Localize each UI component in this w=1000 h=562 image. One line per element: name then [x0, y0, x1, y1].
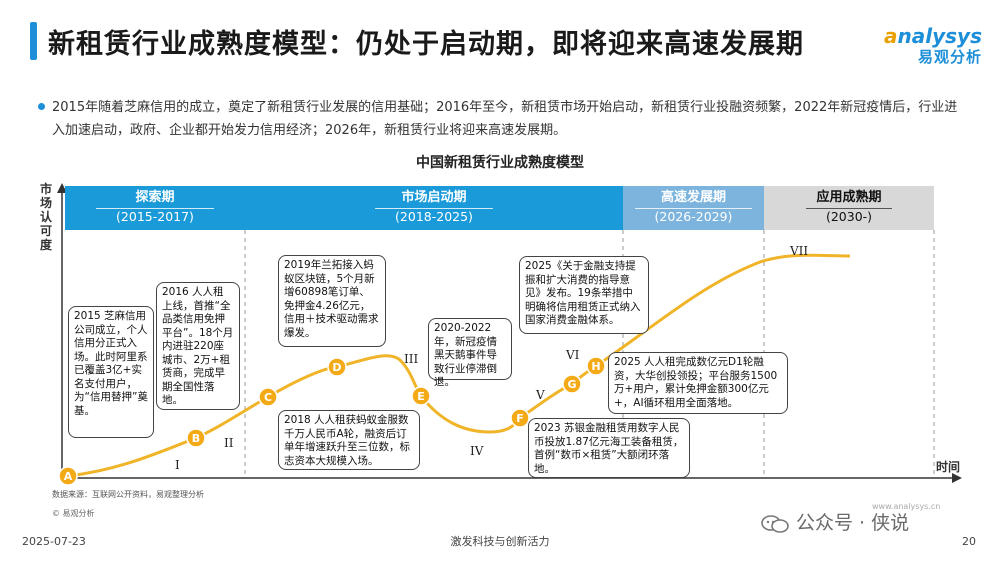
x-axis-label: 时间: [936, 460, 961, 474]
svg-text:H: H: [591, 360, 600, 373]
phase-market-launch: 市场启动期 (2018-2025): [245, 186, 623, 230]
bullet-dot-icon: [38, 103, 45, 110]
page-title: 新租赁行业成熟度模型：仍处于启动期，即将迎来高速发展期: [48, 29, 804, 60]
y-axis-label: 市场认可度: [40, 182, 53, 252]
svg-text:A: A: [64, 470, 73, 483]
analysys-logo: analysys 易观分析: [884, 24, 982, 67]
stage-point-e: E: [411, 386, 431, 406]
note-d: 2019年兰拓接入蚂蚁区块链，5个月新增60898笔订单、免押金4.26亿元，信…: [278, 255, 386, 347]
site-url: www.analysys.cn: [872, 502, 941, 511]
x-axis-arrow-icon: [952, 473, 962, 483]
svg-text:D: D: [332, 361, 341, 374]
copyright: © 易观分析: [52, 509, 95, 518]
phase-exploration: 探索期 (2015-2017): [65, 186, 245, 230]
svg-text:F: F: [516, 412, 524, 425]
wechat-icon: [761, 514, 789, 533]
phase-years: (2018-2025): [245, 208, 623, 226]
stage-point-b: B: [186, 428, 206, 448]
stage-roman-4: IV: [470, 444, 484, 458]
chart-title: 中国新租赁行业成熟度模型: [416, 155, 584, 171]
note-f: 2023 苏银金融租赁用数字人民币投放1.87亿元海工装备租赁，首例“数币×租赁…: [528, 418, 690, 478]
stage-point-a: A: [58, 466, 78, 486]
summary-bullet: 2015年随着芝麻信用的成立，奠定了新租赁行业发展的信用基础；2016年至今，新…: [52, 100, 958, 138]
stage-point-h: H: [586, 356, 606, 376]
phase-name: 高速发展期: [660, 190, 726, 205]
stage-roman-7: VII: [790, 244, 809, 258]
note-g: 2025 人人租完成数亿元D1轮融资，大华创投领投；平台服务1500万+用户，累…: [608, 352, 788, 414]
wechat-watermark: 公众号 · 侠说: [760, 508, 909, 535]
svg-text:C: C: [264, 391, 272, 404]
stage-point-d: D: [327, 357, 347, 377]
stage-roman-3: III: [404, 352, 419, 366]
note-b: 2016 人人租上线，首推“全品类信用免押平台”。18个月内进驻220座城市、2…: [156, 282, 240, 410]
phase-years: (2015-2017): [65, 208, 245, 226]
svg-text:B: B: [192, 432, 200, 445]
note-c: 2018 人人租获蚂蚁金服数千万人民币A轮，融资后订单年增速跃升至三位数，标志资…: [278, 410, 420, 470]
footer-slogan: 激发科技与创新活力: [450, 535, 550, 548]
stage-roman-6: VI: [566, 348, 580, 362]
phase-rapid-growth: 高速发展期 (2026-2029): [623, 186, 764, 230]
stage-point-c: C: [258, 387, 278, 407]
note-a: 2015 芝麻信用公司成立，个人信用分正式入场。此时阿里系已覆盖3亿+实名支付用…: [68, 306, 154, 438]
stage-roman-5: V: [536, 388, 545, 402]
stage-point-g: G: [562, 374, 582, 394]
title-accent-bar: [30, 22, 37, 60]
svg-text:G: G: [567, 378, 576, 391]
page-number: 20: [962, 535, 976, 548]
phase-mature-application: 应用成熟期 (2030-): [764, 186, 934, 230]
y-axis-arrow-icon: [57, 183, 67, 193]
maturity-curve: [67, 253, 851, 478]
note-h: 2025《关于金融支持提振和扩大消费的指导意见》发布。19条举措中明确将信用租赁…: [519, 256, 649, 334]
stage-roman-2: II: [224, 436, 234, 450]
phase-years: (2030-): [764, 208, 934, 226]
footer-date: 2025-07-23: [22, 535, 86, 548]
stage-roman-1: I: [175, 458, 180, 472]
phase-name: 市场启动期: [401, 190, 467, 205]
note-e: 2020-2022年，新冠疫情黑天鹅事件导致行业停滞倒退。: [428, 318, 512, 388]
logo-brand: analysys: [884, 24, 982, 48]
phase-name: 探索期: [135, 190, 175, 205]
stage-point-f: F: [510, 408, 530, 428]
logo-cn: 易观分析: [917, 48, 982, 66]
phase-years: (2026-2029): [623, 208, 764, 226]
data-source: 数据来源：互联网公开资料，易观整理分析: [52, 490, 204, 499]
phase-name: 应用成熟期: [816, 190, 882, 205]
svg-text:E: E: [417, 390, 425, 403]
